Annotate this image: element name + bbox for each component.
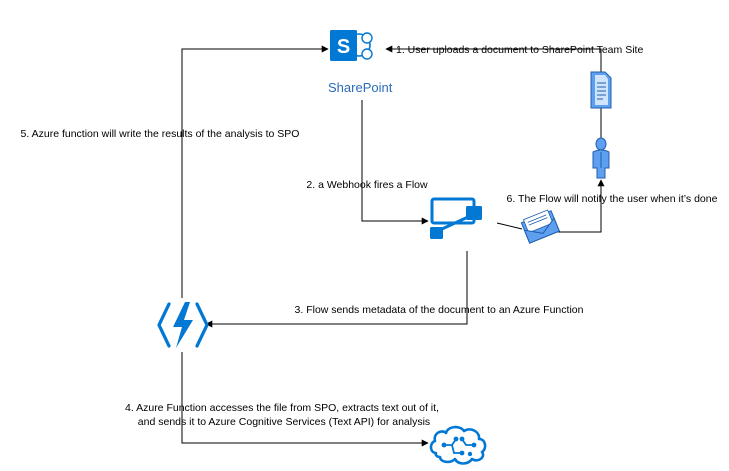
cognitive-services-brain-icon [429,425,487,465]
edge-flow-to-email [496,222,523,230]
step-4-label-line2: and sends it to Azure Cognitive Services… [138,416,430,428]
edge-function-to-sharepoint [181,45,329,298]
step-6-label: 6. The Flow will notify the user when it… [507,193,718,205]
step-5-label: 5. Azure function will write the results… [21,128,300,140]
sharepoint-label: SharePoint [328,80,393,95]
sharepoint-icon: S [330,30,373,61]
step-1-label: 1. User uploads a document to SharePoint… [396,44,643,56]
step-3-label: 3. Flow sends metadata of the document t… [295,304,584,316]
edge-notify-user [556,179,605,233]
edge-user-upload [385,45,602,72]
document-icon [590,71,612,109]
step-2-label: 2. a Webhook fires a Flow [306,179,428,191]
edge-function-to-cognitive [181,352,429,447]
svg-text:S: S [337,36,350,58]
user-icon [592,137,610,179]
step-4-label-line1: 4. Azure Function accesses the file from… [125,402,439,414]
edge-flow-to-function [205,251,468,328]
connectors [181,45,605,447]
edge-webhook-flow [361,100,429,225]
email-icon [520,209,560,244]
flow-icon [430,197,482,239]
azure-function-icon [157,302,209,348]
